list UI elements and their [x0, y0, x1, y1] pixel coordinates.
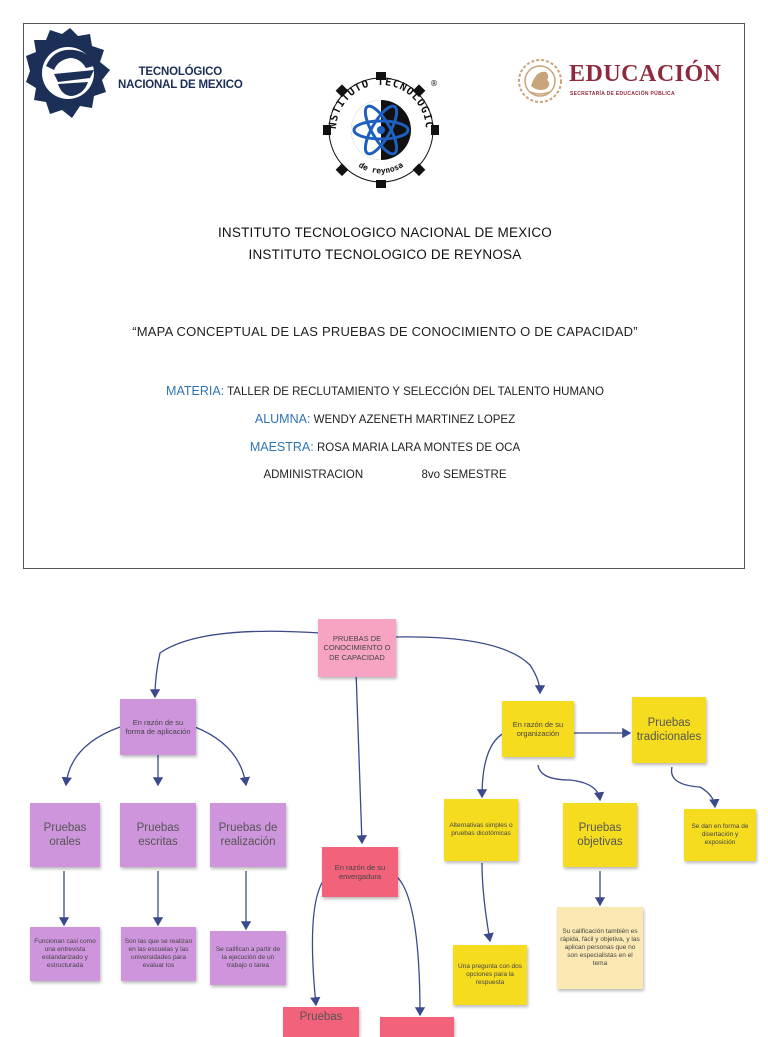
- note-pruebas-escritas: Pruebas escritas: [120, 803, 196, 867]
- arrow-organization-to-objetivas: [537, 764, 605, 802]
- materia-row: MATERIA: TALLER DE RECLUTAMIENTO Y SELEC…: [24, 384, 746, 398]
- instituto-tecnologico-reynosa-logo: INSTITUTO TECNOLOGICO de reynosa ®: [318, 64, 439, 188]
- note-pruebas-objetivas: Pruebas objetivas: [563, 803, 637, 867]
- note-by-size: En razón de su envergadura: [322, 847, 398, 897]
- institution-line-2: INSTITUTO TECNOLOGICO DE REYNOSA: [248, 247, 522, 262]
- note-pruebas-orales: Pruebas orales: [30, 803, 100, 867]
- tecnm-logo: TECNOLÓGICO NACIONAL DE MEXICO: [24, 24, 244, 134]
- concept-map: PRUEBAS DE CONOCIMIENTO O DE CAPACIDAD E…: [0, 575, 768, 1037]
- note-pruebas-tradicionales: Pruebas tradicionales: [632, 697, 706, 763]
- note-alternativas-desc: Una pregunta con dos opciones para la re…: [453, 945, 527, 1005]
- note-size-right: [380, 1017, 454, 1037]
- note-realizacion-desc: Se califican a partir de la ejecución de…: [210, 931, 286, 985]
- tecnm-logo-text: TECNOLÓGICO NACIONAL DE MEXICO: [118, 66, 243, 92]
- institution-line-1: INSTITUTO TECNOLOGICO NACIONAL DE MEXICO: [217, 225, 553, 240]
- note-root: PRUEBAS DE CONOCIMIENTO O DE CAPACIDAD: [318, 619, 396, 677]
- note-pruebas-realizacion: Pruebas de realización: [210, 803, 286, 867]
- materia-value: TALLER DE RECLUTAMIENTO Y SELECCIÓN DEL …: [227, 386, 604, 398]
- semestre: 8vo SEMESTRE: [421, 469, 507, 481]
- arrow-size-to-right: [394, 874, 426, 1017]
- note-orales-desc: Funcionan casi como una entrevista estan…: [30, 927, 100, 981]
- arrow-root-to-application: [149, 630, 321, 699]
- note-tradicionales-desc: Se dan en forma de disertación y exposic…: [684, 809, 756, 861]
- arrow-application-to-orales: [61, 726, 121, 787]
- arrow-tradicionales-to-desc: [670, 766, 720, 809]
- alumna-row: ALUMNA: WENDY AZENETH MARTINEZ LOPEZ: [24, 412, 746, 426]
- arrow-root-to-size: [355, 670, 367, 845]
- sep-educacion-title: EDUCACIÓN: [569, 61, 722, 87]
- materia-label: MATERIA:: [166, 384, 225, 398]
- tecnm-line-2: NACIONAL DE MEXICO: [118, 79, 243, 91]
- arrow-organization-to-alternativas: [476, 732, 505, 799]
- maestra-label: MAESTRA:: [249, 440, 314, 454]
- eagle-gear-icon: [26, 28, 110, 118]
- carrera: ADMINISTRACION: [263, 469, 364, 481]
- carrera-semestre-row: ADMINISTRACION 8vo SEMESTRE: [24, 469, 746, 481]
- note-alternativas-simples: Alternativas simples o pruebas dicotómic…: [444, 799, 518, 861]
- registered-mark: ®: [430, 79, 438, 88]
- cover-page: TECNOLÓGICO NACIONAL DE MEXICO INSTITUTO…: [23, 23, 745, 569]
- arrow-root-to-organization: [393, 636, 546, 695]
- work-title: “MAPA CONCEPTUAL DE LAS PRUEBAS DE CONOC…: [132, 324, 638, 339]
- note-by-organization: En razón de su organización: [502, 701, 574, 757]
- note-objetivas-desc: Su calificación también es rápida, fácil…: [557, 907, 643, 989]
- maestra-row: MAESTRA: ROSA MARIA LARA MONTES DE OCA: [24, 440, 746, 454]
- concept-map-connectors: [58, 630, 720, 1017]
- maestra-value: ROSA MARIA LARA MONTES DE OCA: [316, 442, 521, 454]
- alumna-label: ALUMNA:: [254, 412, 311, 426]
- sep-educacion-logo: [516, 56, 746, 116]
- mexico-coat-of-arms-icon: [518, 59, 562, 103]
- note-escritas-desc: Son las que se realizan en las escuelas …: [121, 927, 196, 981]
- arrow-alternativas-to-desc: [481, 862, 494, 943]
- note-size-left: Pruebas: [283, 1007, 359, 1037]
- alumna-value: WENDY AZENETH MARTINEZ LOPEZ: [313, 414, 516, 426]
- note-by-application: En razón de su forma de aplicación: [120, 699, 196, 755]
- arrow-application-to-realizacion: [194, 726, 250, 787]
- tecnm-line-1: TECNOLÓGICO: [138, 66, 223, 78]
- sep-educacion-subtitle: SECRETARÍA DE EDUCACIÓN PÚBLICA: [570, 91, 675, 97]
